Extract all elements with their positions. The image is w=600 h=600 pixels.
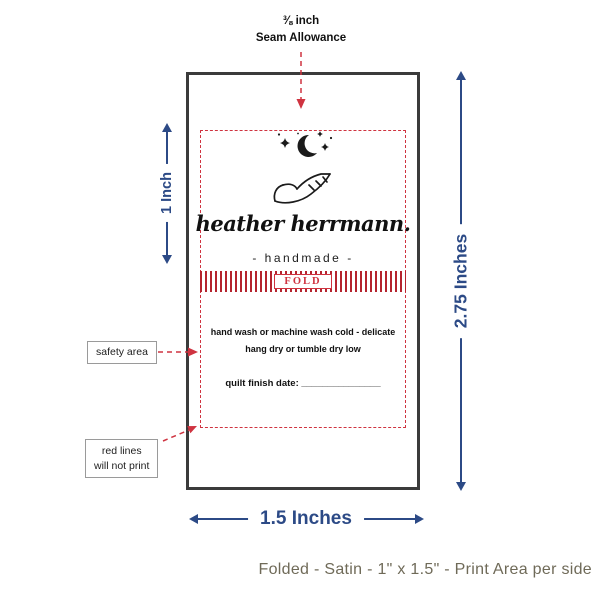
fold-label: FOLD: [274, 274, 332, 289]
measure-label-2-75-inches: 2.75 Inches: [448, 223, 474, 339]
finish-date-line: quilt finish date: _______________: [225, 378, 381, 389]
measure-label-1-5-inches: 1.5 Inches: [248, 506, 364, 532]
care-line-2: hang dry or tumble dry low: [245, 343, 361, 354]
measure-label-1-inch: 1 Inch: [157, 164, 177, 222]
red-lines-note-line-1: red lines: [101, 445, 142, 457]
care-line-1: hand wash or machine wash cold - delicat…: [210, 327, 396, 337]
handmade-tagline: - handmade -: [252, 251, 354, 265]
seam-allowance-line-2: Seam Allowance: [255, 31, 347, 44]
seam-allowance-line-1: ⅜ inch: [282, 15, 320, 27]
fold-stripe-band: FOLD: [200, 271, 406, 292]
product-label: heather herrmann. - handmade - FOLD hand…: [186, 72, 420, 490]
safety-area-note: safety area: [87, 341, 157, 364]
red-lines-note: red lines will not print: [85, 439, 159, 479]
brand-name: heather herrmann.: [195, 211, 411, 236]
red-lines-note-line-2: will not print: [94, 459, 150, 472]
seam-allowance-note: ⅜ inch Seam Allowance: [255, 13, 347, 47]
care-instructions: hand wash or machine wash cold - delicat…: [189, 324, 417, 357]
hand-with-moon-and-stars-icon: [273, 131, 333, 204]
spec-caption: Folded - Satin - 1" x 1.5" - Print Area …: [258, 561, 592, 578]
safety-area-note-text: safety area: [96, 346, 148, 358]
